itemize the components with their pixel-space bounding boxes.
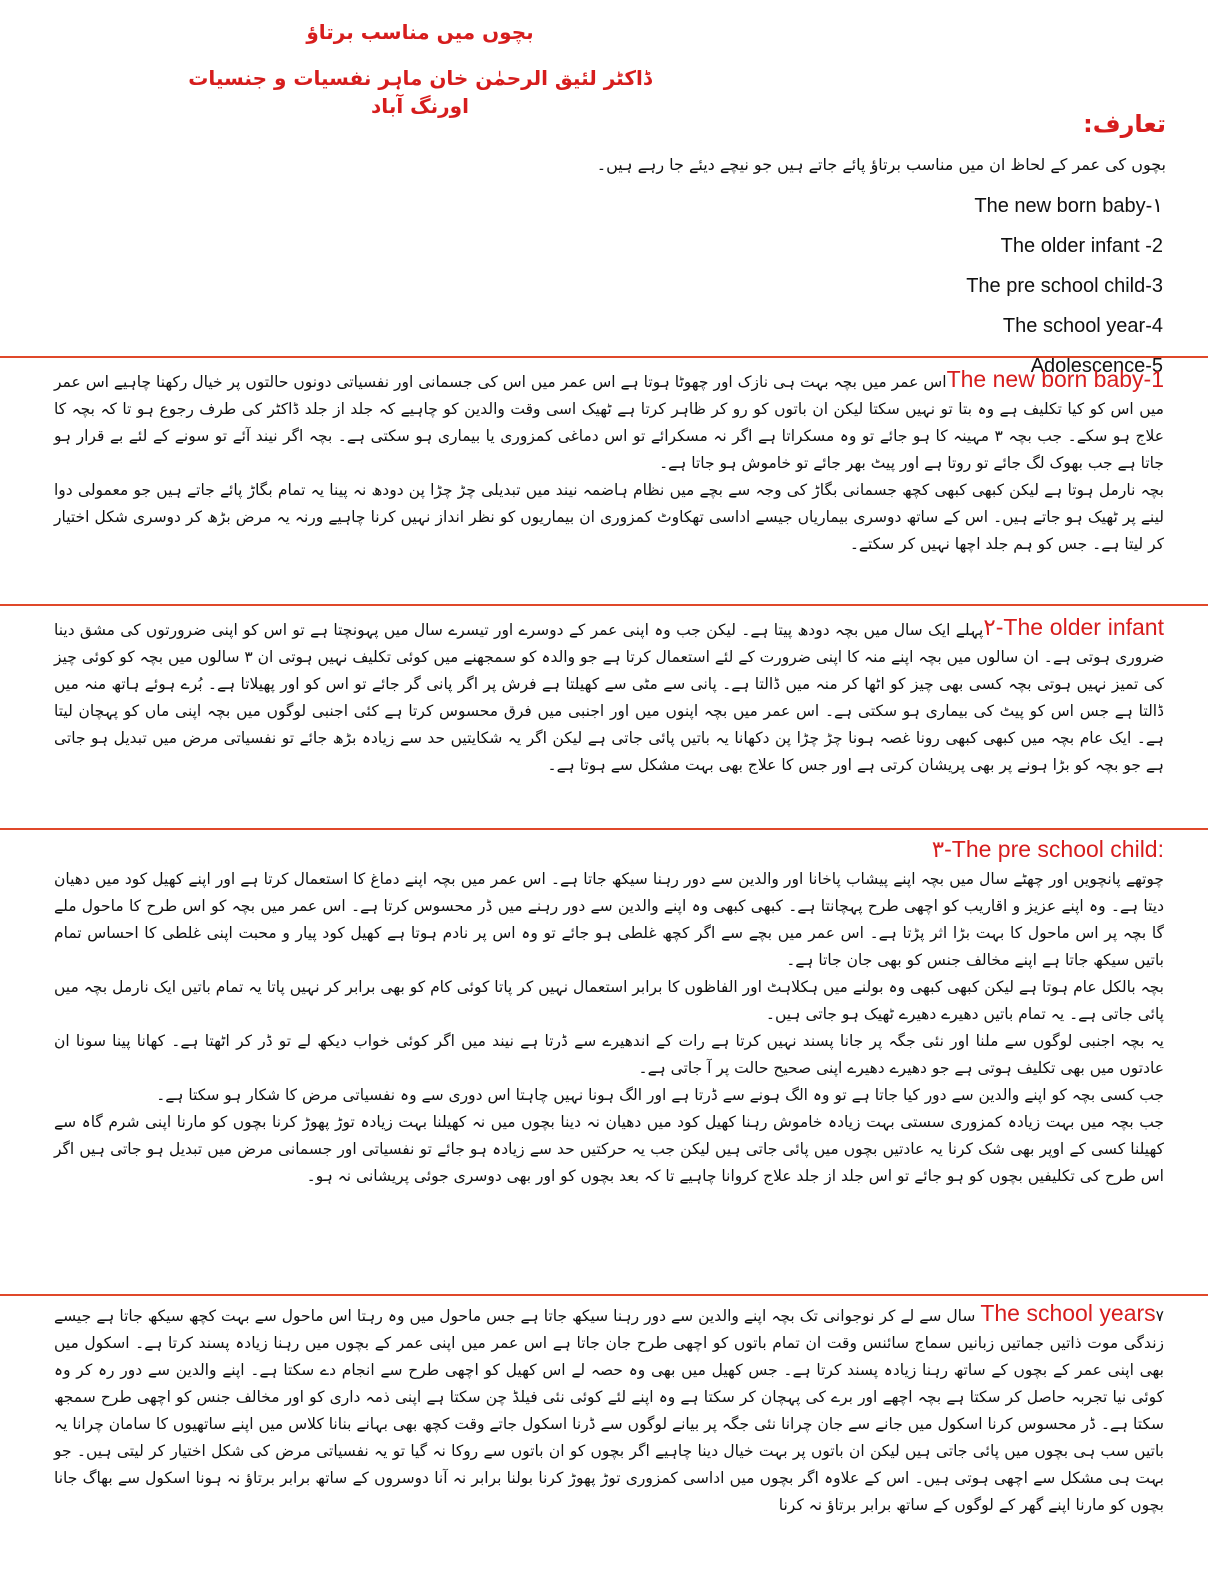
paragraph: پہلے ایک سال میں بچہ دودھ پیتا ہے۔ لیکن … — [54, 621, 1164, 774]
section-divider — [0, 1294, 1208, 1296]
section-divider — [0, 604, 1208, 606]
paragraph: بچہ بالکل عام ہوتا ہے لیکن کبھی کبھی وہ … — [54, 978, 1164, 1023]
paragraph: ۷ سال سے لے کر نوجوانی تک بچہ اپنے والدی… — [54, 1307, 1164, 1514]
section-divider — [0, 828, 1208, 830]
document-title: بچوں میں مناسب برتاؤ — [306, 20, 534, 44]
paragraph: یہ بچہ اجنبی لوگوں سے ملنا اور نئی جگہ پ… — [54, 1032, 1164, 1077]
section-pre-school: :The pre school child-٣ چوتھے پانچویں او… — [54, 836, 1164, 1286]
intro-heading: تعارف: — [1083, 110, 1166, 138]
list-item: The school year-4 — [1002, 315, 1163, 337]
list-item: The older infant -2 — [1000, 235, 1163, 257]
section-divider — [0, 356, 1208, 358]
age-stage-list: The new born baby-١ The older infant -2 … — [703, 186, 1163, 386]
section-school-years: The school years۷ سال سے لے کر نوجوانی ت… — [54, 1300, 1164, 1590]
section-heading: The new born baby-1 — [946, 366, 1164, 392]
paragraph: بچہ نارمل ہوتا ہے لیکن کبھی کبھی کچھ جسم… — [54, 481, 1164, 553]
paragraph: چوتھے پانچویں اور چھٹے سال میں بچہ اپنے … — [54, 870, 1164, 969]
section-heading: The older infant-٢ — [983, 614, 1164, 640]
document-author: ڈاکٹر لئیق الرحمٰن خان ماہر نفسیات و جنس… — [188, 66, 652, 118]
paragraph: اس عمر میں بچہ بہت ہی نازک اور چھوٹا ہوت… — [54, 373, 1164, 472]
section-new-born: The new born baby-1اس عمر میں بچہ بہت ہی… — [54, 366, 1164, 596]
section-older-infant: The older infant-٢پہلے ایک سال میں بچہ د… — [54, 614, 1164, 824]
paragraph: جب کسی بچہ کو اپنے والدین سے دور کیا جات… — [156, 1086, 1164, 1104]
paragraph: جب بچہ میں بہت زیادہ کمزوری سستی بہت زیا… — [54, 1113, 1164, 1185]
intro-text: بچوں کی عمر کے لحاظ ان میں مناسب برتاؤ پ… — [596, 155, 1166, 174]
list-item: The new born baby-١ — [974, 195, 1163, 217]
section-heading: The school years — [980, 1300, 1156, 1326]
list-item: Adolescence-5 — [1030, 355, 1163, 377]
list-item: The pre school child-3 — [966, 275, 1163, 297]
section-heading: :The pre school child-٣ — [931, 836, 1164, 862]
